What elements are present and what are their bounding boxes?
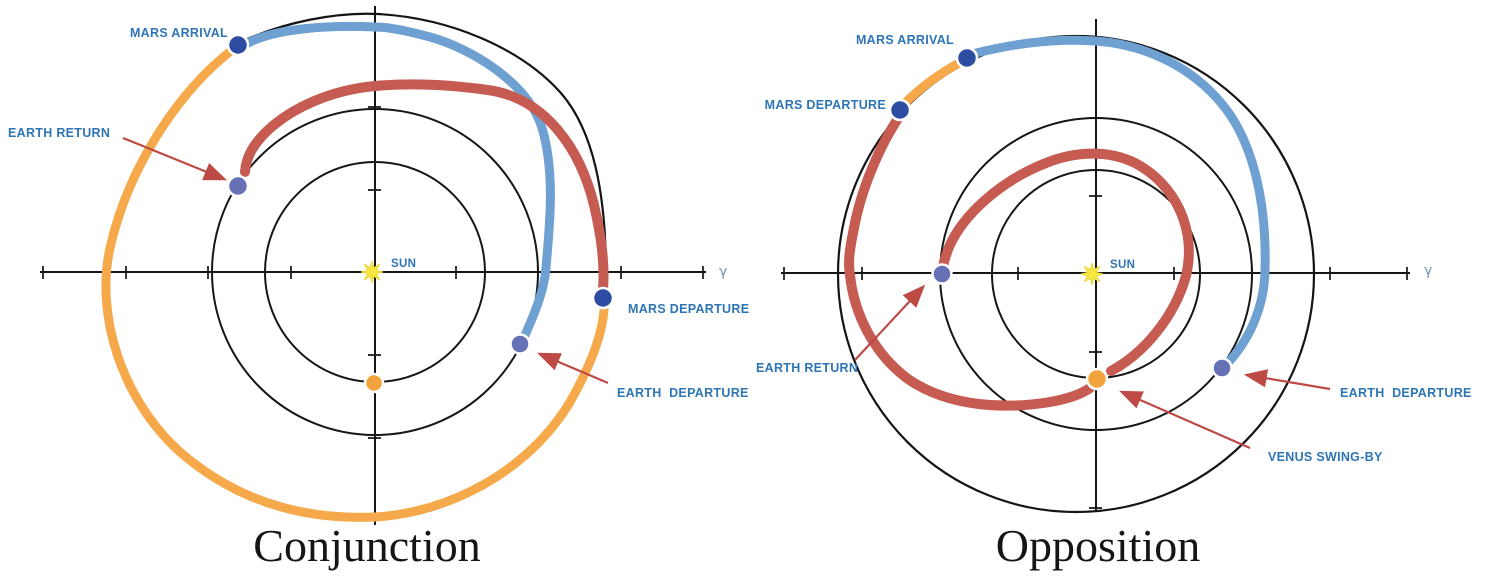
earth-return-arrow [854,284,926,361]
mars-orbit-arc [239,12,608,285]
mars-arrival-dot [226,33,250,57]
venus-swingby-label: VENUS SWING-BY [1268,450,1383,464]
vernal-equinox-symbol: γ [719,264,727,280]
vernal-equinox-symbol: γ [1424,263,1432,279]
mars-departure-dot [591,286,615,310]
mars-departure-label: MARS DEPARTURE [628,302,749,316]
opposition-diagram: γ MARS ARRIVAL MARS DEPARTURE SUN EARTH … [756,19,1472,571]
return-trajectory-post-swingby-leg [937,148,1194,376]
sun-label: SUN [391,258,416,270]
opposition-title: Opposition [996,520,1200,571]
mars-arrival-dot [955,46,979,70]
earth-orbit [211,108,539,436]
earth-departure-dot [509,333,531,355]
earth-departure-label: EARTH DEPARTURE [1340,386,1472,400]
earth-departure-arrow [1243,369,1331,391]
earth-return-arrow [122,136,227,181]
sun-icon [360,260,384,284]
earth-return-dot [931,263,953,285]
mars-departure-label: MARS DEPARTURE [765,98,886,112]
return-trajectory-outbound-leg [844,112,1095,411]
earth-departure-arrow [537,352,609,385]
outbound-trajectory [241,21,555,347]
conjunction-title: Conjunction [253,520,480,571]
earth-departure-dot [1211,357,1233,379]
mars-departure-dot [888,98,912,122]
venus-dot [363,372,385,394]
earth-return-label: EARTH RETURN [756,361,858,375]
mars-arrival-label: MARS ARRIVAL [130,26,228,40]
return-trajectory [240,79,609,295]
conjunction-diagram: γ MARS ARRIVAL EARTH RETURN SUN MARS DEP… [8,6,749,571]
mars-arrival-label: MARS ARRIVAL [856,33,954,47]
earth-departure-label: EARTH DEPARTURE [617,386,749,400]
venus-swingby-arrow [1119,390,1251,450]
earth-return-dot [226,174,250,198]
opposition-axes: γ [781,19,1432,512]
mars-stay-arc [101,45,609,522]
earth-return-label: EARTH RETURN [8,126,110,140]
mars-stay-arc [899,57,966,109]
sun-icon [1080,262,1104,286]
outbound-trajectory [967,35,1270,371]
venus-swingby-dot [1085,367,1109,391]
sun-label: SUN [1110,259,1135,271]
